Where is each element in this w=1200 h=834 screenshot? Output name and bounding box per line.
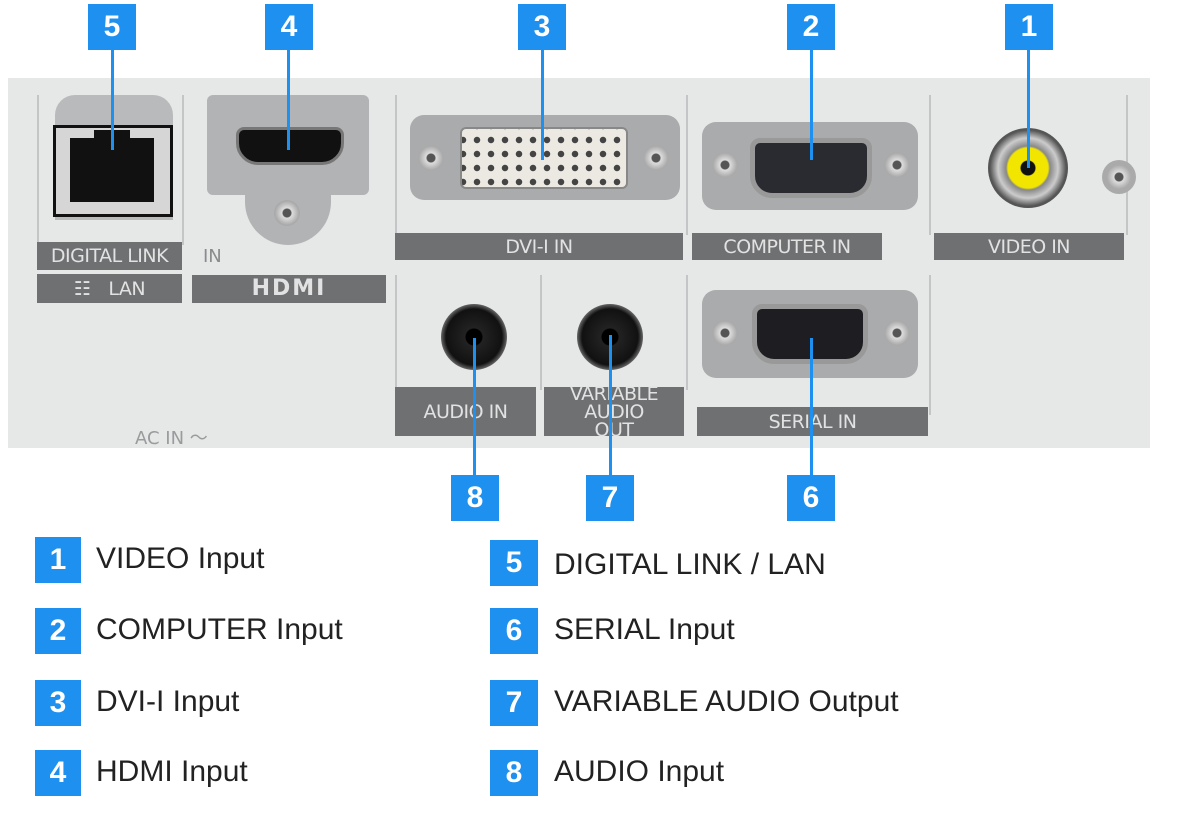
label-digital-link: DIGITAL LINK — [37, 242, 182, 270]
legend-badge: 2 — [35, 608, 81, 654]
legend-badge: 1 — [35, 537, 81, 583]
divider — [540, 275, 542, 390]
callout-badge-8: 8 — [451, 475, 499, 521]
callout-line — [1027, 50, 1030, 168]
label-audio-in: AUDIO IN — [395, 387, 536, 436]
label-lan: ☷ LAN — [37, 274, 182, 303]
divider — [929, 95, 931, 235]
callout-line — [111, 50, 114, 150]
callout-badge-6: 6 — [787, 475, 835, 521]
legend-item: VARIABLE AUDIO Output — [554, 685, 899, 718]
divider — [182, 95, 184, 245]
label-hdmi: HDMI — [192, 275, 386, 303]
divider — [929, 275, 931, 415]
divider — [686, 275, 688, 390]
divider — [395, 95, 397, 235]
divider — [686, 95, 688, 235]
legend-badge: 5 — [490, 540, 538, 586]
legend-badge: 7 — [490, 680, 538, 726]
legend-item: COMPUTER Input — [96, 613, 343, 646]
callout-line — [473, 338, 476, 475]
callout-badge-5: 5 — [88, 4, 136, 50]
serial-port — [752, 304, 868, 364]
divider — [395, 275, 397, 390]
screw-icon — [712, 320, 738, 346]
dvi-port — [460, 127, 628, 189]
network-icon: ☷ — [73, 277, 91, 300]
callout-badge-2: 2 — [787, 4, 835, 50]
callout-badge-7: 7 — [586, 475, 634, 521]
label-dvi: DVI-I IN — [395, 233, 683, 260]
legend-item: DIGITAL LINK / LAN — [554, 548, 826, 581]
callout-line — [810, 338, 813, 475]
callout-badge-1: 1 — [1005, 4, 1053, 50]
label-video: VIDEO IN — [934, 233, 1124, 260]
screw-icon — [418, 145, 444, 171]
legend-badge: 3 — [35, 680, 81, 726]
legend-item: VIDEO Input — [96, 542, 265, 575]
callout-badge-3: 3 — [518, 4, 566, 50]
divider — [37, 95, 39, 245]
screw-icon — [884, 320, 910, 346]
label-audio-out: VARIABLE AUDIO OUT — [544, 384, 684, 439]
legend-item: HDMI Input — [96, 755, 248, 788]
legend-item: DVI-I Input — [96, 685, 240, 718]
screw-icon — [1102, 160, 1136, 194]
callout-line — [541, 50, 544, 160]
callout-line — [287, 50, 290, 150]
screw-icon — [712, 152, 738, 178]
label-ac-in: AC IN ～ — [135, 428, 208, 449]
legend-item: AUDIO Input — [554, 755, 725, 788]
legend-badge: 6 — [490, 608, 538, 654]
label-lan-text: LAN — [108, 277, 146, 300]
legend-item: SERIAL Input — [554, 613, 735, 646]
hdmi-port — [236, 127, 344, 165]
callout-line — [609, 335, 612, 475]
label-computer: COMPUTER IN — [692, 233, 882, 260]
callout-badge-4: 4 — [265, 4, 313, 50]
callout-line — [810, 50, 813, 160]
label-hdmi-in: IN — [203, 246, 222, 267]
legend-badge: 4 — [35, 750, 81, 796]
screw-icon — [643, 145, 669, 171]
screw-icon — [274, 200, 300, 226]
screw-icon — [884, 152, 910, 178]
legend-badge: 8 — [490, 750, 538, 796]
